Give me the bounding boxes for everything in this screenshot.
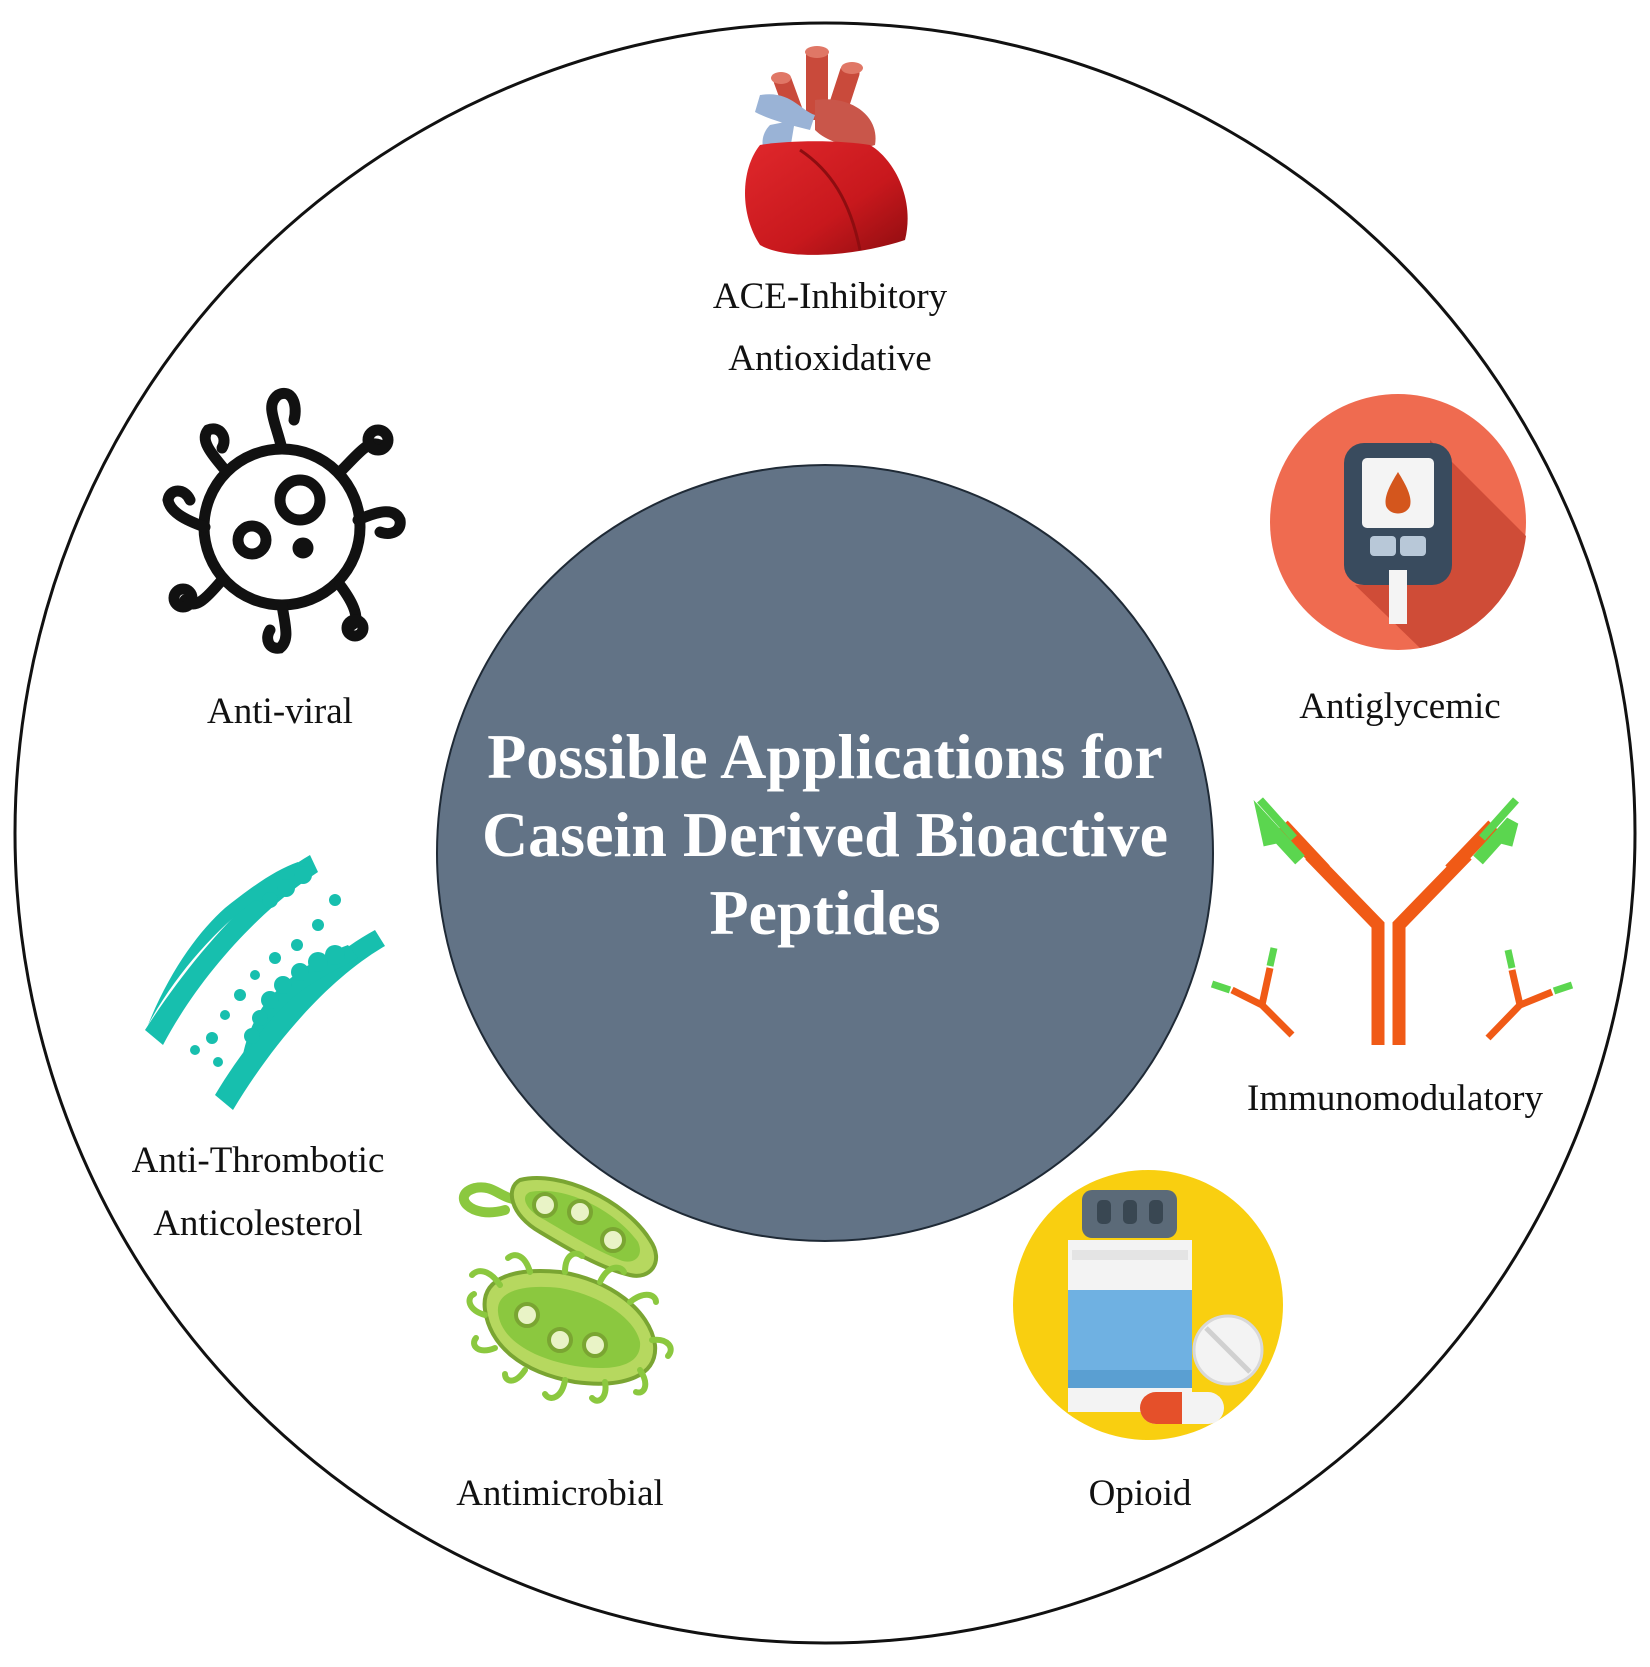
label-anti-viral: Anti-viral xyxy=(207,691,353,732)
center-title-line3: Peptides xyxy=(709,877,941,948)
label-ace-inhibitory: ACE-Inhibitory xyxy=(712,276,948,317)
label-immunomodulatory: Immunomodulatory xyxy=(1247,1078,1543,1119)
label-anti-thrombotic: Anti-Thrombotic xyxy=(131,1140,385,1181)
label-antioxidative: Antioxidative xyxy=(728,338,932,379)
label-antimicrobial: Antimicrobial xyxy=(456,1473,664,1514)
label-anticolesterol: Anticolesterol xyxy=(153,1203,363,1244)
antibody-icon xyxy=(1210,797,1574,1045)
artery-plaque-icon xyxy=(145,855,385,1110)
center-title-line2: Casein Derived Bioactive xyxy=(481,799,1169,870)
glucose-meter-icon xyxy=(1270,394,1526,650)
bacteria-icon xyxy=(458,1176,674,1404)
virus-icon xyxy=(162,387,406,654)
label-antiglycemic: Antiglycemic xyxy=(1299,686,1501,727)
center-title: Possible Applications for Casein Derived… xyxy=(430,718,1220,952)
center-title-line1: Possible Applications for xyxy=(487,721,1163,792)
medicine-bottle-icon xyxy=(1013,1170,1283,1440)
center-disc xyxy=(436,464,1214,1242)
label-opioid: Opioid xyxy=(1088,1473,1192,1514)
heart-icon xyxy=(745,46,908,255)
